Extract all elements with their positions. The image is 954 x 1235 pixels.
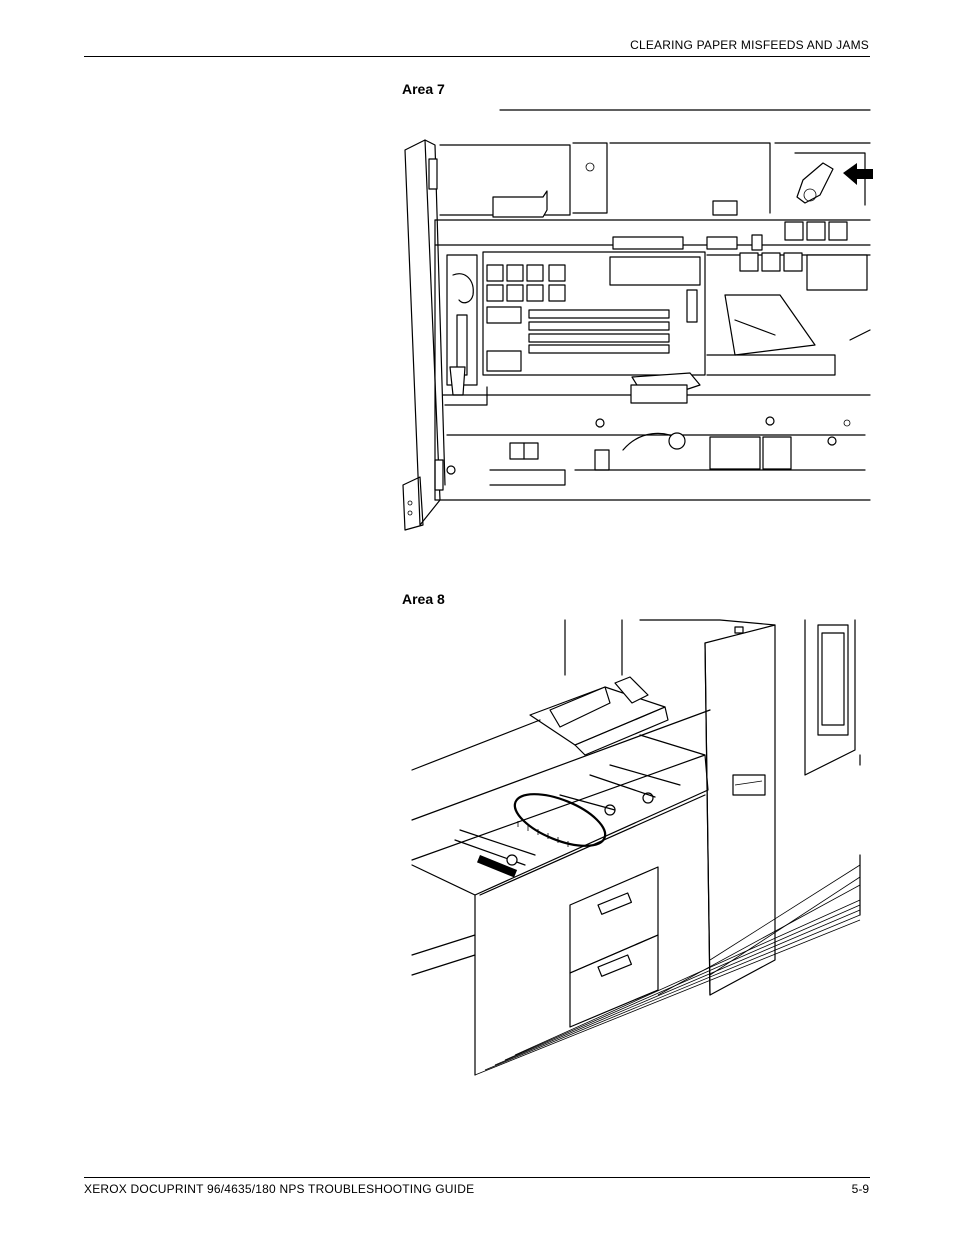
footer-rule xyxy=(84,1177,870,1178)
area-7-label: Area 7 xyxy=(402,81,445,97)
area-8-illustration xyxy=(411,619,861,1076)
header-rule xyxy=(84,56,870,57)
footer-guide-title: XEROX DOCUPRINT 96/4635/180 NPS TROUBLES… xyxy=(84,1182,475,1196)
area-7-illustration xyxy=(402,109,873,531)
running-header: CLEARING PAPER MISFEEDS AND JAMS xyxy=(630,38,869,52)
area-8-label: Area 8 xyxy=(402,591,445,607)
page-number: 5-9 xyxy=(851,1182,869,1196)
